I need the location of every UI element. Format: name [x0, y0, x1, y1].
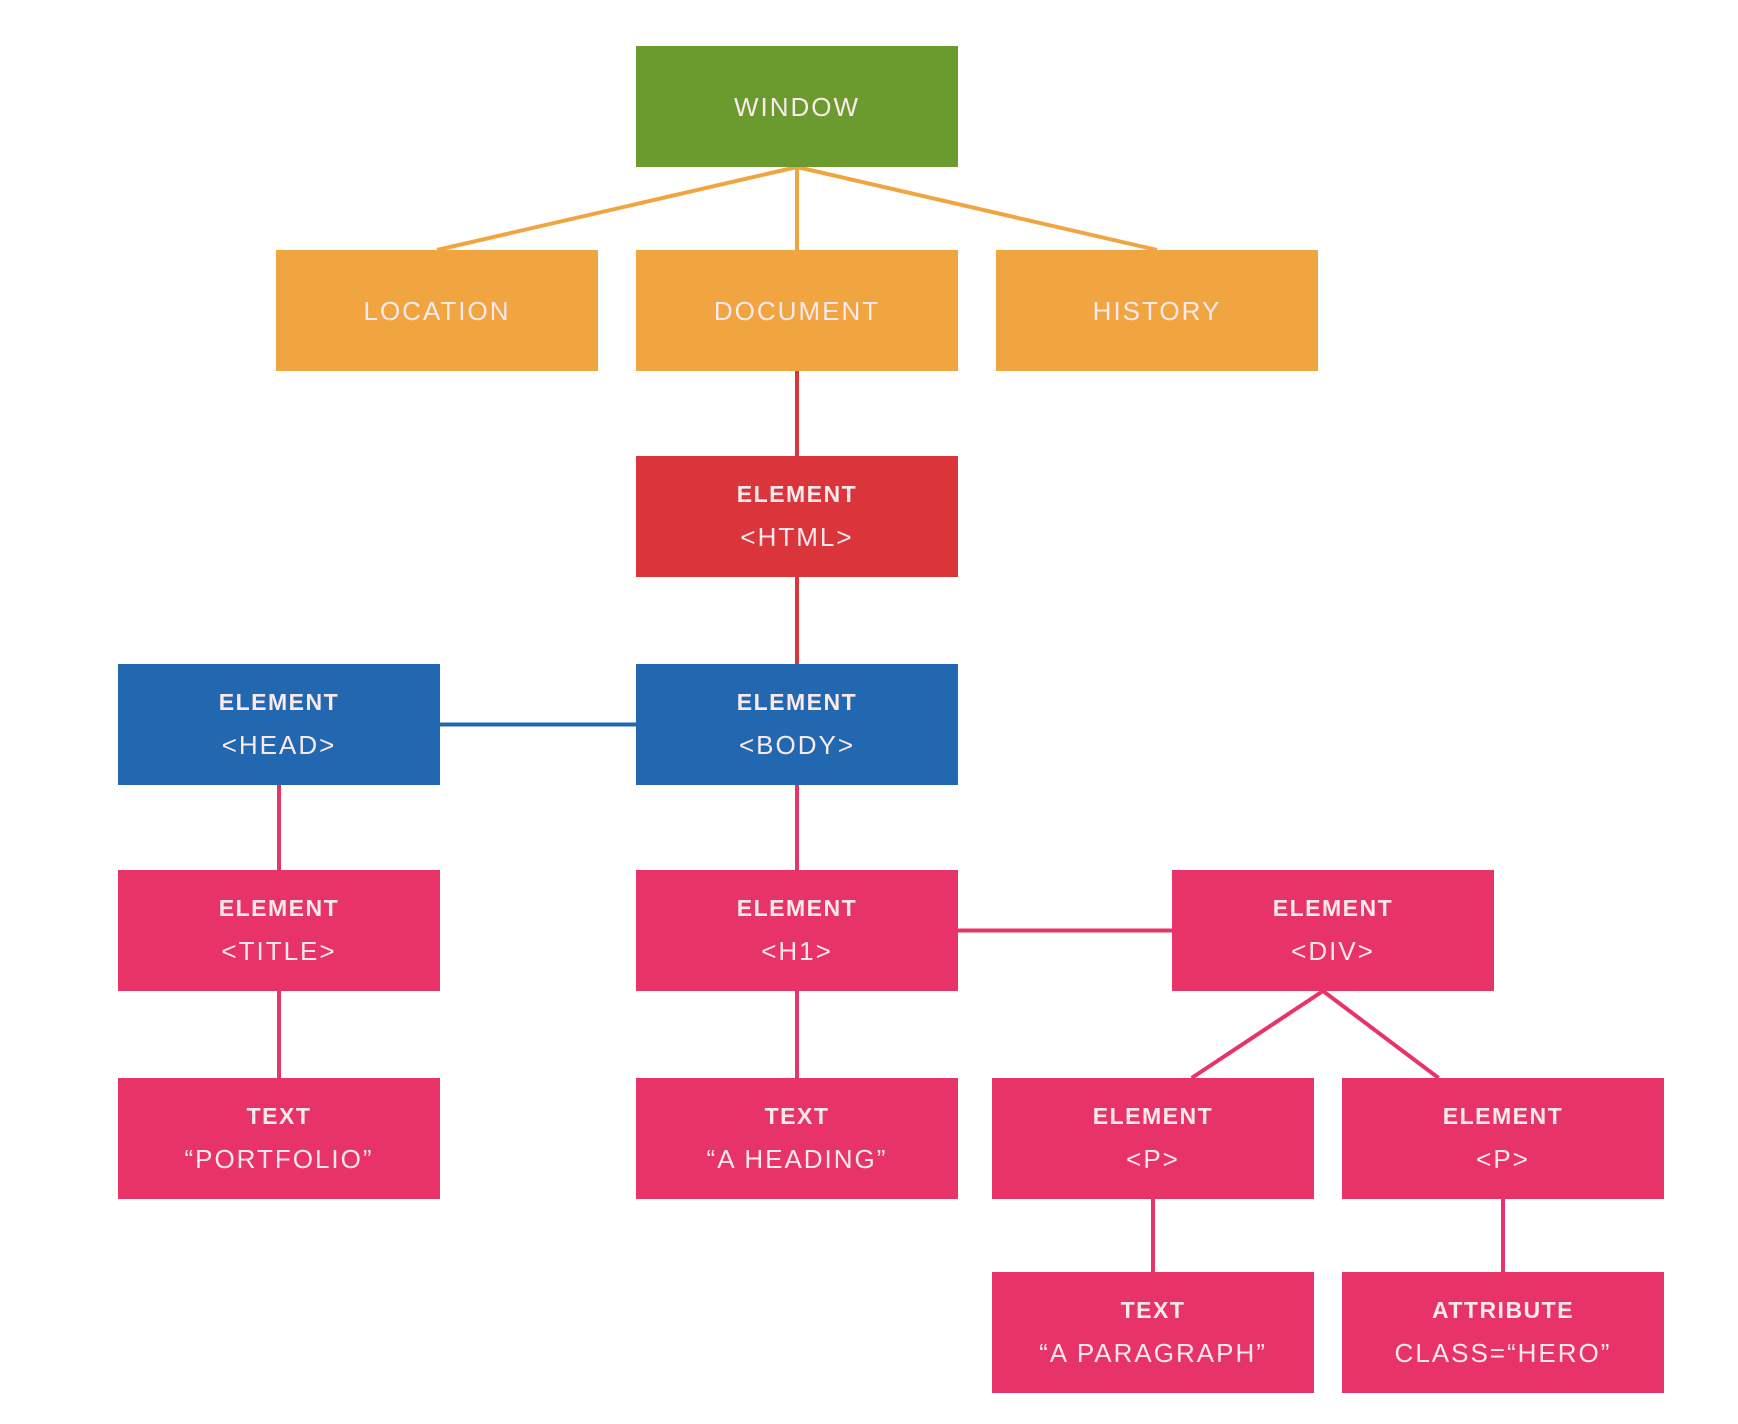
node-label: <TITLE>: [221, 935, 337, 966]
node-label: <H1>: [761, 935, 833, 966]
node-label: “A PARAGRAPH”: [1039, 1337, 1267, 1368]
node-label: DOCUMENT: [713, 295, 881, 326]
edge-window-to-history: [796, 165, 1158, 252]
html-element-node: ELEMENT <HTML>: [636, 456, 958, 577]
node-type: ELEMENT: [1092, 1102, 1214, 1129]
node-type: ELEMENT: [736, 894, 858, 921]
heading-text-node: TEXT “A HEADING”: [636, 1078, 958, 1199]
node-label: <BODY>: [738, 729, 856, 760]
node-label: WINDOW: [733, 91, 861, 122]
document-node: DOCUMENT: [636, 250, 958, 371]
node-type: ELEMENT: [1442, 1102, 1564, 1129]
node-label: <HEAD>: [221, 729, 337, 760]
node-type: ELEMENT: [218, 688, 340, 715]
node-label: LOCATION: [363, 295, 511, 326]
node-label: “A HEADING”: [706, 1143, 888, 1174]
portfolio-text-node: TEXT “PORTFOLIO”: [118, 1078, 440, 1199]
node-type: TEXT: [1120, 1296, 1186, 1323]
node-label: <HTML>: [740, 521, 854, 552]
edge-div-to-p1: [1190, 989, 1325, 1080]
node-type: ELEMENT: [736, 688, 858, 715]
class-attribute-node: ATTRIBUTE CLASS=“HERO”: [1342, 1272, 1664, 1393]
edge-div-to-p2: [1321, 989, 1440, 1080]
node-type: TEXT: [246, 1102, 312, 1129]
node-type: ELEMENT: [736, 480, 858, 507]
node-label: HISTORY: [1092, 295, 1222, 326]
history-node: HISTORY: [996, 250, 1318, 371]
node-type: TEXT: [764, 1102, 830, 1129]
node-label: <P>: [1476, 1143, 1530, 1174]
node-label: CLASS=“HERO”: [1394, 1337, 1612, 1368]
div-element-node: ELEMENT <DIV>: [1172, 870, 1494, 991]
p-element-node-2: ELEMENT <P>: [1342, 1078, 1664, 1199]
p-element-node-1: ELEMENT <P>: [992, 1078, 1314, 1199]
title-element-node: ELEMENT <TITLE>: [118, 870, 440, 991]
node-label: <DIV>: [1291, 935, 1375, 966]
h1-element-node: ELEMENT <H1>: [636, 870, 958, 991]
edge-window-to-location: [436, 165, 798, 252]
location-node: LOCATION: [276, 250, 598, 371]
node-type: ATTRIBUTE: [1431, 1296, 1575, 1323]
paragraph-text-node: TEXT “A PARAGRAPH”: [992, 1272, 1314, 1393]
node-label: <P>: [1126, 1143, 1180, 1174]
head-element-node: ELEMENT <HEAD>: [118, 664, 440, 785]
window-node: WINDOW: [636, 46, 958, 167]
node-label: “PORTFOLIO”: [184, 1143, 374, 1174]
node-type: ELEMENT: [218, 894, 340, 921]
body-element-node: ELEMENT <BODY>: [636, 664, 958, 785]
node-type: ELEMENT: [1272, 894, 1394, 921]
